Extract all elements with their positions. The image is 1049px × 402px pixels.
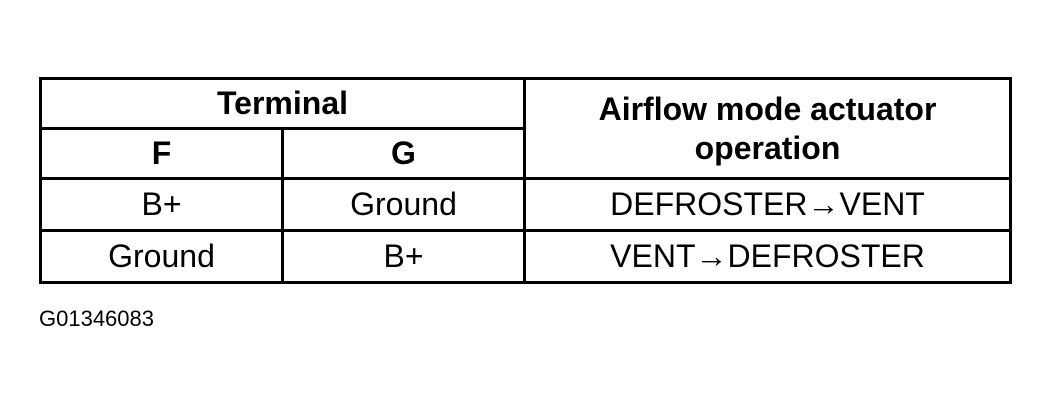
- terminal-g-cell: Ground: [281, 177, 526, 232]
- operation-cell: DEFROSTER→VENT: [523, 177, 1012, 232]
- table-row: B+ Ground DEFROSTER→VENT: [39, 177, 1012, 232]
- terminal-header: Terminal: [39, 77, 526, 130]
- operation-header: Airflow mode actuator operation: [523, 77, 1012, 180]
- subheader-row: F G: [39, 127, 1011, 180]
- terminal-f-header: F: [39, 127, 284, 180]
- terminal-g-cell: B+: [281, 229, 526, 284]
- terminal-g-header: G: [281, 127, 526, 180]
- operation-cell: VENT→DEFROSTER: [523, 229, 1012, 284]
- header-row: Terminal Airflow mode actuator operation: [39, 77, 1012, 180]
- terminal-f-cell: B+: [39, 177, 284, 232]
- terminal-operation-table: Terminal Airflow mode actuator operation…: [39, 77, 1012, 284]
- figure-id: G01346083: [39, 306, 154, 331]
- terminal-f-cell: Ground: [39, 229, 284, 284]
- table-row: Ground B+ VENT→DEFROSTER: [39, 229, 1012, 284]
